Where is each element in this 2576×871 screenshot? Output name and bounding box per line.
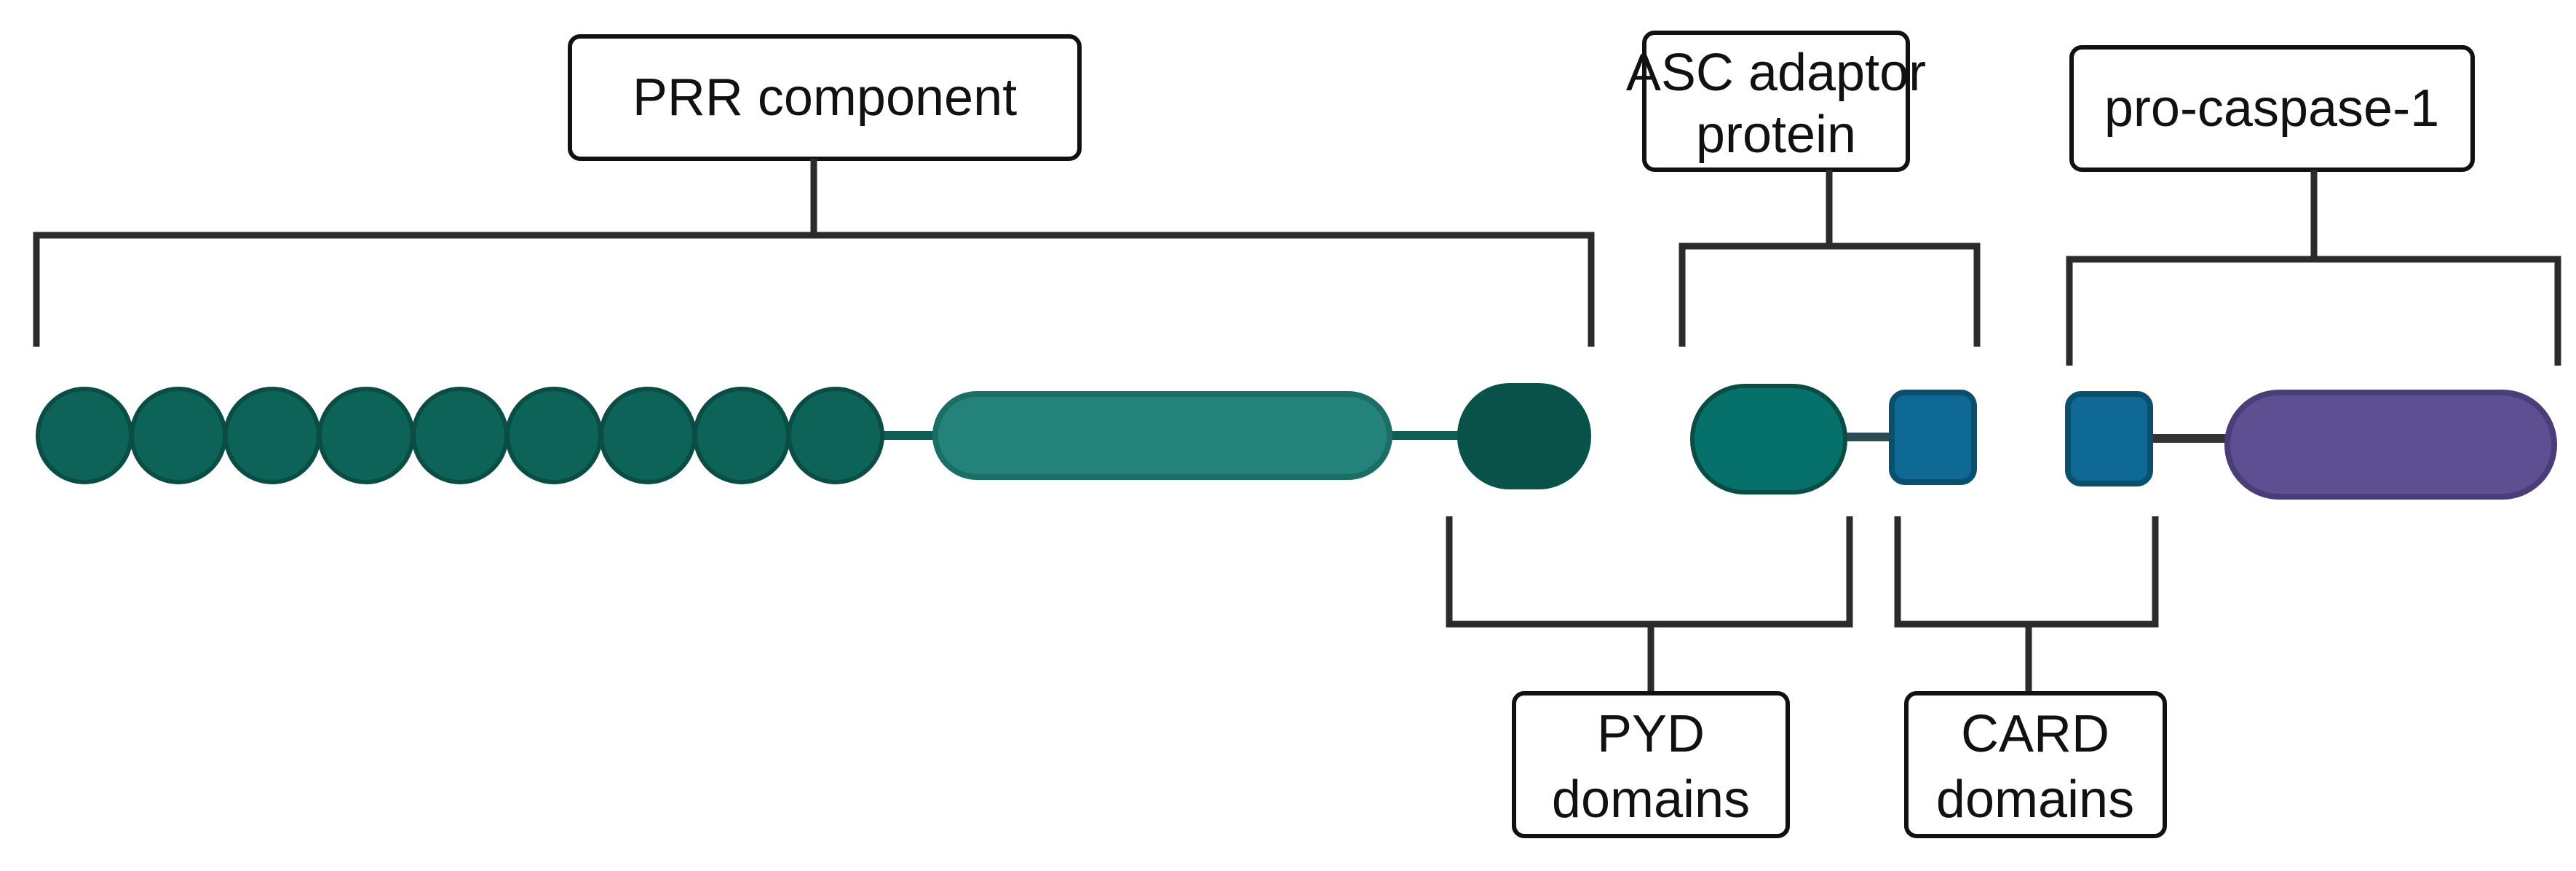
asc-adaptor-bracket [1679, 170, 1981, 347]
pyd-domains-label-line2: domains [1552, 770, 1750, 829]
lrr-repeats [36, 387, 884, 484]
asc-protein [1690, 384, 1977, 494]
card-domains-label-line2: domains [1936, 770, 2134, 829]
asc-adaptor-label-box [1642, 31, 1910, 172]
lrr-bead [787, 387, 884, 484]
prr-component-bracket [33, 159, 1595, 347]
asc-adaptor-label-line2: protein [1696, 106, 1856, 164]
pro-caspase-bracket [2066, 170, 2561, 366]
prr-pyd-domain [1457, 383, 1591, 489]
pro-caspase-protein [2065, 390, 2557, 500]
lrr-bead [36, 387, 133, 484]
pyd-domains-group: PYD domains [1446, 516, 1853, 838]
prr-protein [36, 383, 1591, 489]
pyd-domains-label-line1: PYD [1597, 705, 1705, 763]
asc-adaptor-group: ASC adaptor protein [1626, 31, 1981, 347]
lrr-bead [505, 387, 603, 484]
lrr-bead [599, 387, 697, 484]
asc-adaptor-label-line1: ASC adaptor [1626, 44, 1926, 102]
lrr-bead [411, 387, 509, 484]
caspase-catalytic-domain [2224, 390, 2557, 500]
prr-component-label-box [568, 34, 1082, 161]
lrr-bead [130, 387, 227, 484]
lrr-bead [317, 387, 415, 484]
asc-card-domain [1889, 390, 1977, 485]
asc-pyd-domain [1690, 384, 1847, 494]
card-domains-bracket [1894, 516, 2159, 695]
pro-caspase-group: pro-caspase-1 [2066, 45, 2561, 366]
lrr-bead [693, 387, 790, 484]
pyd-domains-label-box [1512, 691, 1790, 838]
pro-caspase-label: pro-caspase-1 [2104, 79, 2439, 138]
caspase-card-domain [2065, 391, 2153, 486]
lrr-bead [223, 387, 321, 484]
pyd-domains-bracket [1446, 516, 1853, 695]
card-domains-group: CARD domains [1894, 516, 2167, 838]
prr-component-group: PRR component [33, 34, 1595, 347]
nacht-domain [932, 391, 1392, 480]
prr-component-label: PRR component [633, 68, 1017, 127]
pro-caspase-label-box [2069, 45, 2475, 172]
card-domains-label-box [1904, 691, 2167, 838]
card-domains-label-line1: CARD [1961, 705, 2109, 763]
